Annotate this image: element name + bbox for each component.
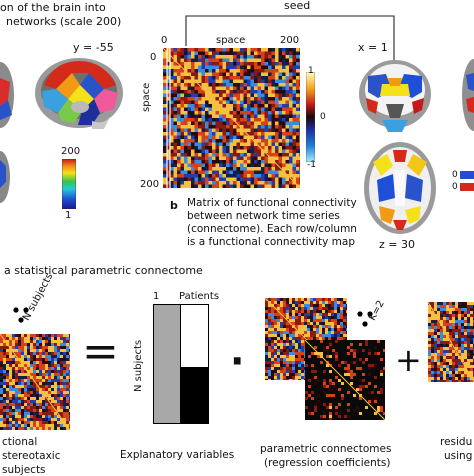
brain-partial-right-image [462,59,474,131]
equals-sign: = [82,326,119,377]
legend-swatch-blue [460,171,474,179]
correlation-colorbar [306,72,315,162]
brain-sagittal-parcellation-image [35,58,123,129]
design-y-axis-label: N subjects [133,339,144,392]
ellipsis-dots-right [357,311,373,327]
parcellation-colorbar-max: 200 [61,146,81,157]
caption-resid-line1: residu [440,436,473,448]
correlation-colorbar-bottom: -1 [307,160,316,170]
patients-label: Patients [179,291,220,302]
y-coordinate-label: y = -55 [73,41,114,54]
brain-axial-partial-image [0,151,10,203]
matrix-top-axis-max: 200 [280,35,300,46]
matrix-left-axis-label: space [141,82,152,112]
brain-axial-seed-map-image [364,142,436,234]
legend-swatch-red [460,183,474,191]
legend-label-1: 0 [452,170,458,180]
panel-b-letter: b [170,199,178,212]
design-matrix [153,304,209,424]
design-column-patients-white [180,305,208,367]
matrix-left-axis-max: 200 [140,179,160,190]
panel-d-title: a statistical parametric connectome [4,264,203,277]
matrix-top-axis-label: space [216,35,246,46]
matrix-left-axis-zero: 0 [150,52,157,63]
parametric-connectome-front [305,340,385,420]
design-col-1-label: 1 [153,291,160,302]
z-coordinate-label: z = 30 [379,238,415,251]
parcellation-colorbar [62,159,76,209]
caption-line: between network time series [187,210,340,222]
caption-line: (connectome). Each row/column [187,223,357,235]
caption-left-line3: subjects [2,464,46,476]
caption-line: is a functional connectivity map [187,236,355,248]
ellipsis-dots-left [13,307,29,323]
correlation-colorbar-top: 1 [308,66,314,76]
panel-a-title-line2: networks (scale 200) [6,15,122,28]
panel-a-title-line1: on of the brain into [0,1,106,14]
caption-param-line2: (regression coefficients) [264,457,391,469]
subject-connectome-stack [0,334,70,430]
panel-b-caption: Matrix of functional connectivity betwee… [187,197,357,249]
caption-design: Explanatory variables [120,449,235,461]
parcellation-colorbar-min: 1 [65,210,72,221]
brain-coronal-seed-map-image [359,60,431,132]
matrix-top-axis-zero: 0 [161,35,168,46]
brain-sagittal-partial-image [0,62,14,128]
design-column-patients-black [180,367,208,423]
legend-label-2: 0 [452,182,458,192]
caption-resid-line2: using [444,450,473,462]
caption-line: Matrix of functional connectivity [187,197,357,209]
multiply-dot-sign: · [230,339,245,383]
caption-left-line1: ctional [2,436,38,448]
seed-label: seed [284,0,311,12]
caption-param-line1: parametric connectomes [260,443,392,455]
residual-connectome [428,302,474,382]
design-column-intercept [154,305,180,423]
correlation-colorbar-mid: 0 [320,112,326,122]
plus-sign: + [395,341,422,379]
connectome-matrix [163,48,300,188]
caption-left-line2: stereotaxic [2,450,61,462]
x-coordinate-label: x = 1 [358,41,388,54]
